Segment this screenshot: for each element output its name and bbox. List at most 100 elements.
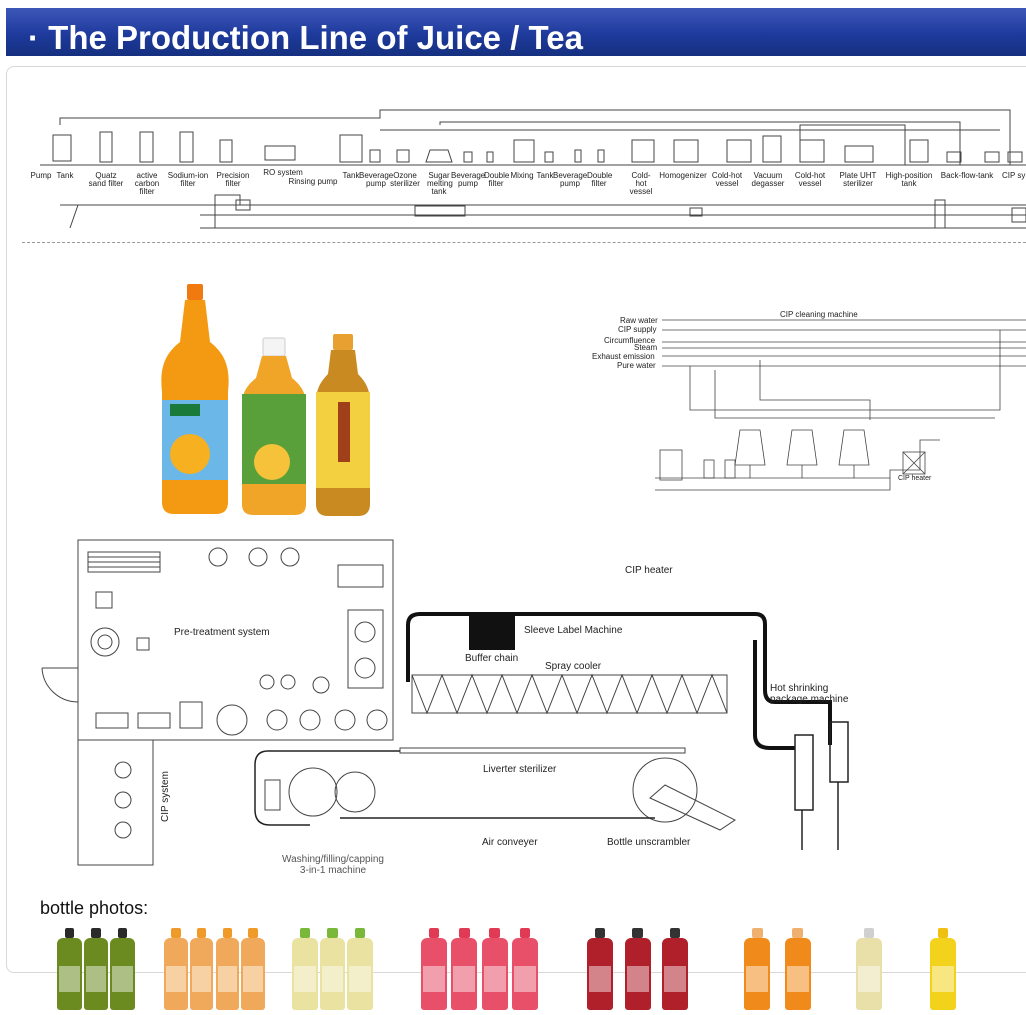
mixed-fruit-juice-photo [417, 922, 542, 1012]
bottle [241, 938, 265, 1010]
bottle-cap [489, 928, 500, 938]
equipment-label: Sugar melting tank [427, 171, 453, 196]
bottle-cap [91, 928, 101, 938]
bottle-cap [117, 928, 128, 938]
bottle-label [483, 966, 506, 992]
apple-juice-photo [290, 922, 375, 1012]
bottle-label [746, 966, 769, 992]
pretreatment-label: Pre-treatment system [174, 627, 270, 638]
bottle-unscrambler-label: Bottle unscrambler [607, 837, 691, 848]
bottle-label [112, 966, 133, 992]
equipment-label: Double filter [587, 171, 613, 188]
bottle-label [664, 966, 687, 992]
bottle-label [423, 966, 446, 992]
bottle [421, 938, 448, 1010]
equipment-label: Tank [342, 171, 360, 180]
bottle [856, 938, 882, 1010]
cip-line-label: Pure water [617, 361, 656, 370]
title-banner: · The Production Line of Juice / Tea [6, 8, 1026, 56]
bottle-label [513, 966, 536, 992]
equipment-label: Beverage pump [451, 171, 486, 188]
bottle-cap [937, 928, 949, 938]
bottle-label [626, 966, 649, 992]
citrus-juice-photo [730, 922, 825, 1012]
equipment-label: Sodium-ion filter [167, 171, 209, 188]
bottle-label [588, 966, 611, 992]
equipment-label: Cold-hot vessel [794, 171, 826, 188]
equipment-label: Cold-hot vessel [711, 171, 743, 188]
equipment-label: Pump [30, 171, 52, 180]
equipment-label: Tank [536, 171, 554, 180]
bottle [164, 938, 188, 1010]
equipment-label: Quatz sand filter [88, 171, 124, 188]
cip-line-label: Exhaust emission [592, 352, 655, 361]
bottle-label [59, 966, 80, 992]
equipment-label: Double filter [484, 171, 510, 188]
bottle-cap [752, 928, 763, 938]
cip-diagram [655, 319, 1026, 491]
bottle-label [786, 966, 809, 992]
bottle-cap [863, 928, 875, 938]
bottle [511, 938, 538, 1010]
bottle-cap [594, 928, 605, 938]
equipment-label: active carbon filter [134, 171, 160, 196]
bottle [57, 938, 82, 1010]
cip-line-label: CIP supply [618, 325, 657, 334]
bottle-cap [222, 928, 232, 938]
bottle [784, 938, 811, 1010]
bottle [83, 938, 109, 1010]
cip-system-label: CIP system [160, 771, 171, 822]
bottle [110, 938, 135, 1010]
equipment-label: Rinsing pump [288, 177, 338, 186]
equipment-label: Back-flow-tank [940, 171, 994, 180]
bottle [347, 938, 373, 1010]
buffer-chain-label: Buffer chain [465, 653, 519, 664]
cip-line-label: Steam [634, 343, 658, 352]
content-panel [6, 66, 1026, 973]
cip-line-label: Raw water [620, 316, 658, 325]
bottle [662, 938, 689, 1010]
orange-juice-small-photo [162, 922, 267, 1012]
mango-juice-bottle [242, 337, 306, 515]
bottle-cap [519, 928, 530, 938]
bottle-label [217, 966, 237, 992]
equipment-label: Tank [56, 171, 74, 180]
cip-heater-label-2: CIP heater [625, 565, 673, 576]
bottle-label [321, 966, 344, 992]
bottle [586, 938, 613, 1010]
equipment-label: Mixing [510, 171, 534, 180]
bottle-cap [670, 928, 681, 938]
tea-bottle [316, 334, 370, 516]
tomato-juice-photo [575, 922, 700, 1012]
bottle-label [85, 966, 107, 992]
hero-bottles [161, 284, 370, 516]
cip-line-label: Circumfluence [604, 336, 656, 345]
bottle-cap [327, 928, 338, 938]
equipment-label: Beverage pump [553, 171, 588, 188]
orange-juice-bottle [161, 284, 229, 514]
bottle [930, 938, 956, 1010]
bottle-cap [64, 928, 75, 938]
bottle [624, 938, 651, 1010]
bottle-label [243, 966, 263, 992]
sleeve-label-machine: Sleeve Label Machine [524, 625, 623, 636]
equipment-label: Ozone sterilizer [390, 171, 420, 188]
bottle-cap [792, 928, 803, 938]
bottle-label [166, 966, 186, 992]
buffer-chain-block [469, 614, 515, 650]
bottle [319, 938, 346, 1010]
bottle-label [349, 966, 371, 992]
bottle-label [192, 966, 212, 992]
equipment-label: Plate UHT sterilizer [839, 171, 877, 188]
equipment-label: Precision filter [216, 171, 250, 188]
bottle-cap [171, 928, 181, 938]
equipment-label: Cold-hot vessel [629, 171, 653, 196]
bottle-label [294, 966, 316, 992]
bottle-label [858, 966, 880, 992]
equipment-label: CIP sy [1002, 171, 1026, 180]
lemon-juice-photo [925, 922, 961, 1012]
bottle [744, 938, 771, 1010]
tea-juice-photo [848, 922, 890, 1012]
bottle-cap [632, 928, 643, 938]
equipment-label: Beverage pump [359, 171, 394, 188]
